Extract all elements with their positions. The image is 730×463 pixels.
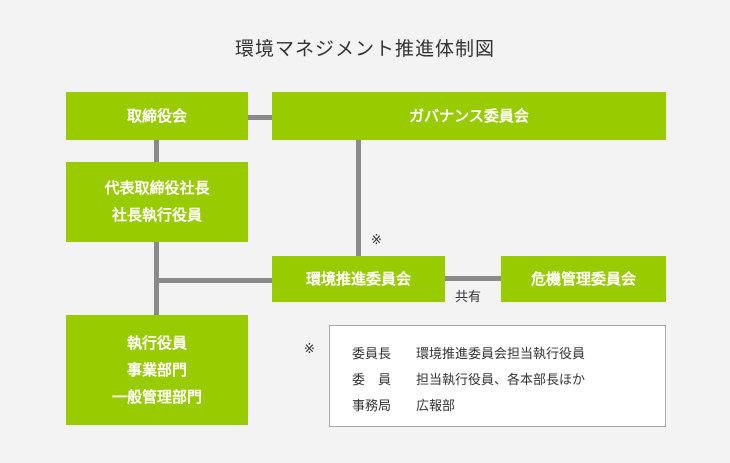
exec-label-line1: 執行役員 bbox=[126, 333, 187, 352]
env-committee-label: 環境推進委員会 bbox=[305, 269, 411, 288]
president-box: 代表取締役社長 社長執行役員 bbox=[66, 162, 248, 242]
note-value: 広報部 bbox=[416, 399, 456, 414]
note-box: 委員長 環境推進委員会担当執行役員 委 員 担当執行役員、各本部長ほか 事務局 広報部 bbox=[329, 325, 666, 427]
note-row-members: 委 員 担当執行役員、各本部長ほか bbox=[352, 369, 585, 388]
note-value: 環境推進委員会担当執行役員 bbox=[416, 347, 586, 362]
board-label: 取締役会 bbox=[126, 106, 187, 125]
connector-governance-env bbox=[356, 140, 361, 256]
shared-connector-label: 共有 bbox=[455, 290, 482, 305]
note-value: 担当執行役員、各本部長ほか bbox=[416, 373, 586, 388]
president-label-line2: 社長執行役員 bbox=[111, 206, 202, 224]
connector-board-governance bbox=[248, 115, 272, 120]
risk-committee-box: 危機管理委員会 bbox=[501, 256, 666, 302]
note-reference-mark: ※ bbox=[371, 233, 382, 248]
diagram-title: 環境マネジメント推進体制図 bbox=[234, 38, 495, 60]
note-key: 事務局 bbox=[352, 399, 392, 414]
risk-committee-label: 危機管理委員会 bbox=[530, 269, 636, 288]
connector-env-risk bbox=[445, 276, 501, 281]
note-row-secretariat: 事務局 広報部 bbox=[352, 395, 455, 414]
env-committee-box: 環境推進委員会 bbox=[272, 256, 445, 302]
board-box: 取締役会 bbox=[66, 92, 248, 140]
note-mark: ※ bbox=[304, 342, 315, 357]
president-label-line1: 代表取締役社長 bbox=[104, 179, 210, 197]
connector-board-president bbox=[154, 140, 159, 162]
note-key: 委員長 bbox=[352, 347, 392, 362]
note-key: 委 員 bbox=[352, 373, 392, 388]
note-row-chair: 委員長 環境推進委員会担当執行役員 bbox=[352, 343, 585, 362]
exec-label-line2: 事業部門 bbox=[126, 360, 187, 379]
exec-label-line3: 一般管理部門 bbox=[111, 387, 202, 406]
governance-committee-label: ガバナンス委員会 bbox=[409, 106, 529, 125]
exec-box: 執行役員 事業部門 一般管理部門 bbox=[66, 315, 248, 425]
connector-vertical-to-env bbox=[154, 278, 272, 283]
governance-committee-box: ガバナンス委員会 bbox=[272, 92, 666, 140]
